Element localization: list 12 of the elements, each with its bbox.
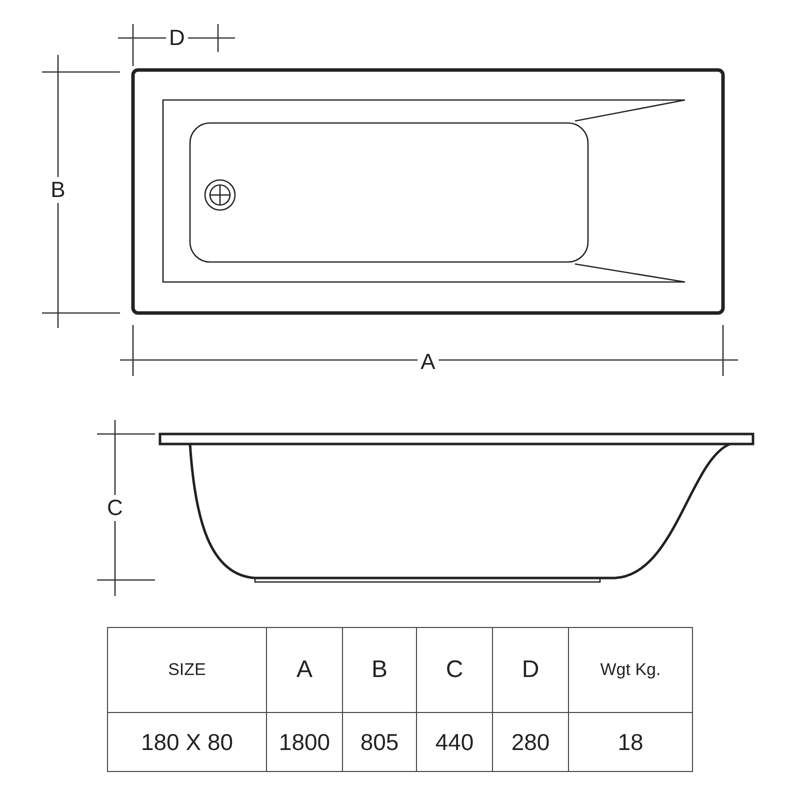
column-heading: A <box>296 656 312 683</box>
table-value: 18 <box>618 728 644 754</box>
column-heading: SIZE <box>168 660 206 679</box>
table-value: 1800 <box>278 728 330 754</box>
table-value: 180 X 80 <box>140 728 234 754</box>
table-value: 805 <box>360 728 399 754</box>
table-value: 440 <box>435 728 474 754</box>
column-heading: B <box>371 656 388 683</box>
table-value: 280 <box>511 728 550 754</box>
column-heading: Wgt Kg. <box>600 660 661 679</box>
column-heading: D <box>522 656 540 683</box>
column-heading: C <box>446 656 464 683</box>
